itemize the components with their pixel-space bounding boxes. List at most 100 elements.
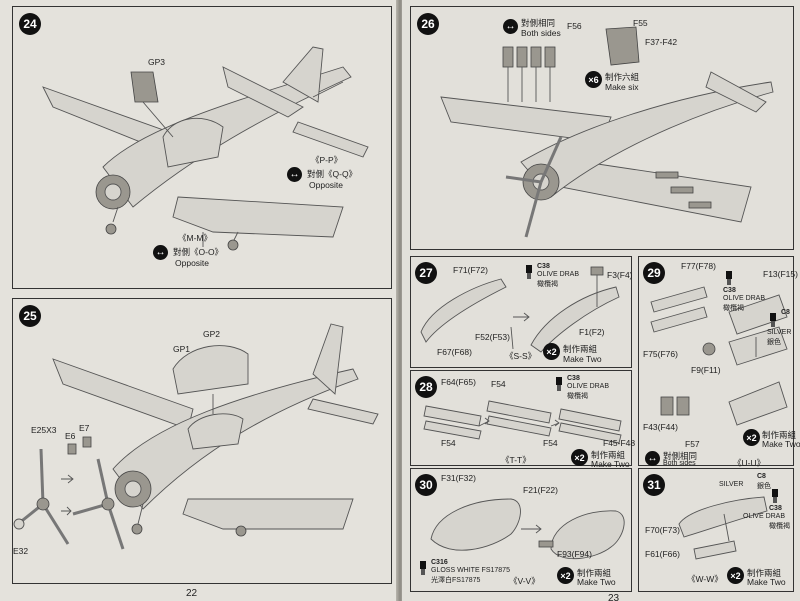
paint-name-cn: 銀色 <box>757 483 771 490</box>
view-label: 《T-T》 <box>501 455 531 465</box>
paint-name-cn: 橄欖褐 <box>537 281 558 288</box>
part-f13-label: F13(F15) <box>763 269 798 279</box>
left-page: 24 <box>0 0 398 601</box>
make-two-badge: ×2 <box>543 343 560 360</box>
part-f45-label: F45-F48 <box>603 438 636 448</box>
both-sides-cn: 對側相同 <box>663 451 698 461</box>
part-f56-label: F56 <box>567 21 582 31</box>
view-label: 《W-W》 <box>687 574 723 584</box>
part-gp1-label: GP1 <box>173 344 191 354</box>
step-26-panel: 26 <box>410 6 794 250</box>
step-25-aircraft-drawing <box>13 323 379 550</box>
note-oo-en: Opposite <box>175 258 210 268</box>
view-label: 《U-U》 <box>733 458 766 468</box>
make-two-badge: ×2 <box>743 429 760 446</box>
note-qq-cn: 對側《Q-Q》 <box>307 169 358 179</box>
part-e32-label: E32 <box>13 546 29 556</box>
paint-name-en: OLIVE DRAB <box>567 383 610 390</box>
paint-brush-icon <box>420 561 426 575</box>
make-two-en: Make Two <box>591 459 630 469</box>
make-two-badge: ×2 <box>571 449 588 466</box>
make-two-en: Make Two <box>577 577 616 587</box>
step-28-rack-drawing <box>423 400 622 444</box>
make-two-en: Make Two <box>747 577 786 587</box>
paint-code: C38 <box>567 375 580 382</box>
both-sides-arrow-icon: ↔ <box>645 451 660 466</box>
part-f1-label: F1(F2) <box>579 327 605 337</box>
make-six-cn: 制作六組 <box>605 72 640 82</box>
paint-name-en: OLIVE DRAB <box>537 271 580 278</box>
step-28-panel: 28 F64(F65) F54 F54 F54 F45-F48 C38 OLIV… <box>410 370 636 469</box>
step-29-pod-drawing <box>650 286 788 426</box>
part-f57-label: F57 <box>685 439 700 449</box>
step-30-number: 30 <box>415 474 437 496</box>
step-25-panel: 25 <box>12 298 392 584</box>
right-page: 26 <box>402 0 800 601</box>
part-f71-label: F71(F72) <box>453 265 488 275</box>
paint-code: C38 <box>723 287 736 294</box>
part-f21-label: F21(F22) <box>523 485 558 495</box>
step-25-number: 25 <box>19 305 41 327</box>
paint-name-en: OLIVE DRAB <box>743 513 786 520</box>
part-f52-label: F52(F53) <box>475 332 510 342</box>
paint-code: C38 <box>537 263 550 270</box>
part-f9-label: F9(F11) <box>691 365 721 375</box>
paint-code: C8 <box>757 473 766 480</box>
part-f55-label: F55 <box>633 18 648 28</box>
part-f54-label: F54 <box>491 379 506 389</box>
step-24-aircraft-drawing <box>42 46 369 251</box>
step-30-panel: 30 F31(F32) F21(F22) F93(F94) C316 GLOSS… <box>410 468 632 592</box>
opposite-arrow-icon: ↔ <box>153 245 168 260</box>
paint-code: C8 <box>781 309 790 316</box>
part-f43-label: F43(F44) <box>643 422 678 432</box>
step-29-number: 29 <box>643 262 665 284</box>
paint-name-cn: 光澤白FS17875 <box>431 577 481 584</box>
paint-name-en: SILVER <box>719 481 744 488</box>
step-27-panel: 27 F71(F72) F3(F4) F1(F2) F52(F53) F67(F… <box>410 256 633 368</box>
paint-name-en: OLIVE DRAB <box>723 295 766 302</box>
step-27-number: 27 <box>415 262 437 284</box>
paint-brush-icon <box>556 377 562 391</box>
make-six-badge: ×6 <box>585 71 602 88</box>
make-two-cn: 制作兩組 <box>747 568 782 578</box>
part-e7-label: E7 <box>79 423 90 433</box>
paint-name-cn: 銀色 <box>767 339 781 346</box>
part-gp2-label: GP2 <box>203 329 221 339</box>
part-f75-label: F75(F76) <box>643 349 678 359</box>
paint-name-cn: 橄欖褐 <box>723 305 744 312</box>
step-26-aircraft-drawing <box>440 26 774 238</box>
step-24-panel: 24 <box>12 6 392 289</box>
make-two-cn: 制作兩組 <box>577 568 612 578</box>
paint-brush-icon <box>726 271 732 285</box>
part-e6-label: E6 <box>65 431 76 441</box>
make-two-badge: ×2 <box>727 567 744 584</box>
paint-name-en: GLOSS WHITE FS17875 <box>431 567 510 574</box>
make-six-en: Make six <box>605 82 639 92</box>
paint-name-en: SILVER <box>767 329 792 336</box>
both-sides-en: Both sides <box>521 28 561 38</box>
part-f37-label: F37-F42 <box>645 37 678 47</box>
part-f54-label: F54 <box>441 438 456 448</box>
note-oo-cn: 對側《O-O》 <box>173 247 224 257</box>
step-31-bomb-drawing <box>678 496 768 560</box>
part-e25-label: E25X3 <box>31 425 57 435</box>
paint-brush-icon <box>770 313 776 327</box>
step-24-number: 24 <box>19 13 41 35</box>
step-27-tank-drawing <box>420 266 620 353</box>
step-31-panel: 31 F70(F73) F61(F66) C38 OLIVE DRAB 橄欖褐 … <box>638 468 794 592</box>
paint-brush-icon <box>526 265 532 279</box>
step-26-number: 26 <box>417 13 439 35</box>
part-f70-label: F70(F73) <box>645 525 680 535</box>
note-mm-code: 《M-M》 <box>178 233 212 243</box>
part-f54-label: F54 <box>543 438 558 448</box>
both-sides-en: Both sides <box>663 460 696 467</box>
paint-name-cn: 橄欖褐 <box>769 523 790 530</box>
book-gutter <box>396 0 404 601</box>
step-30-tank-drawing <box>430 498 625 560</box>
make-two-en: Make Two <box>762 439 800 449</box>
opposite-arrow-icon: ↔ <box>287 167 302 182</box>
make-two-badge: ×2 <box>557 567 574 584</box>
page-number: 22 <box>186 588 198 599</box>
part-f3-label: F3(F4) <box>607 270 633 280</box>
step-31-number: 31 <box>643 474 665 496</box>
